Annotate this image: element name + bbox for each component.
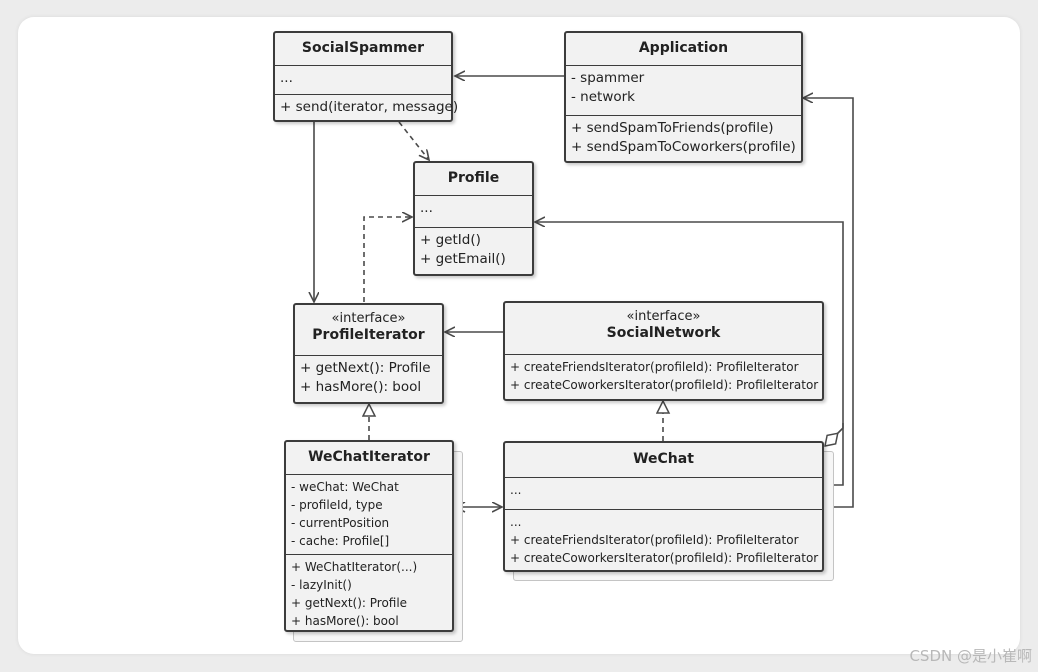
- method: + getId(): [420, 232, 481, 248]
- method: + hasMore(): bool: [291, 614, 399, 628]
- class-title: Profile: [447, 170, 500, 186]
- class-wechat[interactable]: WeChat ... ... + createFriendsIterator(p…: [503, 441, 824, 572]
- field: - spammer: [571, 70, 645, 86]
- method: + getEmail(): [420, 251, 506, 267]
- method: + createCoworkersIterator(profileId): Pr…: [510, 551, 819, 565]
- class-title: ProfileIterator: [312, 327, 425, 343]
- class-title: WeChatIterator: [308, 449, 430, 465]
- method: + getNext(): Profile: [291, 596, 408, 610]
- method: - lazyInit(): [291, 578, 352, 592]
- method: + sendSpamToFriends(profile): [571, 120, 774, 136]
- method: + createFriendsIterator(profileId): Prof…: [510, 360, 799, 374]
- aggregation-diamond-stub: [825, 423, 844, 446]
- method: + getNext(): Profile: [300, 360, 431, 376]
- method: + hasMore(): bool: [300, 379, 422, 395]
- dependency-spammer-profile: [398, 121, 429, 160]
- field: - cache: Profile[]: [291, 534, 390, 548]
- method: + sendSpamToCoworkers(profile): [571, 139, 796, 155]
- class-application[interactable]: Application - spammer - network + sendSp…: [564, 31, 803, 163]
- method: + send(iterator, message): [280, 99, 459, 115]
- class-title: SocialSpammer: [301, 40, 425, 56]
- stereotype-label: «interface»: [626, 309, 701, 324]
- field: - currentPosition: [291, 516, 390, 530]
- dependency-iterator-profile: [363, 217, 412, 302]
- class-wechatiterator[interactable]: WeChatIterator - weChat: WeChat - profil…: [284, 440, 454, 632]
- method: + createFriendsIterator(profileId): Prof…: [510, 533, 799, 547]
- field: ...: [420, 200, 433, 216]
- class-title: WeChat: [633, 451, 694, 467]
- class-title: Application: [638, 40, 729, 56]
- interface-socialnetwork[interactable]: «interface» SocialNetwork + createFriend…: [503, 301, 824, 401]
- field: ...: [280, 70, 293, 86]
- class-profile[interactable]: Profile ... + getId() + getEmail(): [413, 161, 534, 276]
- class-socialspammer[interactable]: SocialSpammer ... + send(iterator, messa…: [273, 31, 459, 122]
- aggregation-application-wechat: [803, 98, 854, 508]
- field: ...: [510, 483, 522, 497]
- field: - weChat: WeChat: [291, 480, 399, 494]
- stereotype-label: «interface»: [331, 311, 406, 326]
- class-title: SocialNetwork: [606, 325, 721, 341]
- method: + createCoworkersIterator(profileId): Pr…: [510, 378, 819, 392]
- field: - profileId, type: [291, 498, 383, 512]
- interface-profileiterator[interactable]: «interface» ProfileIterator + getNext():…: [293, 303, 444, 404]
- field: - network: [571, 89, 635, 105]
- watermark-text: CSDN @是小崔啊: [909, 647, 1032, 665]
- method: ...: [510, 515, 522, 529]
- method: + WeChatIterator(...): [291, 560, 418, 574]
